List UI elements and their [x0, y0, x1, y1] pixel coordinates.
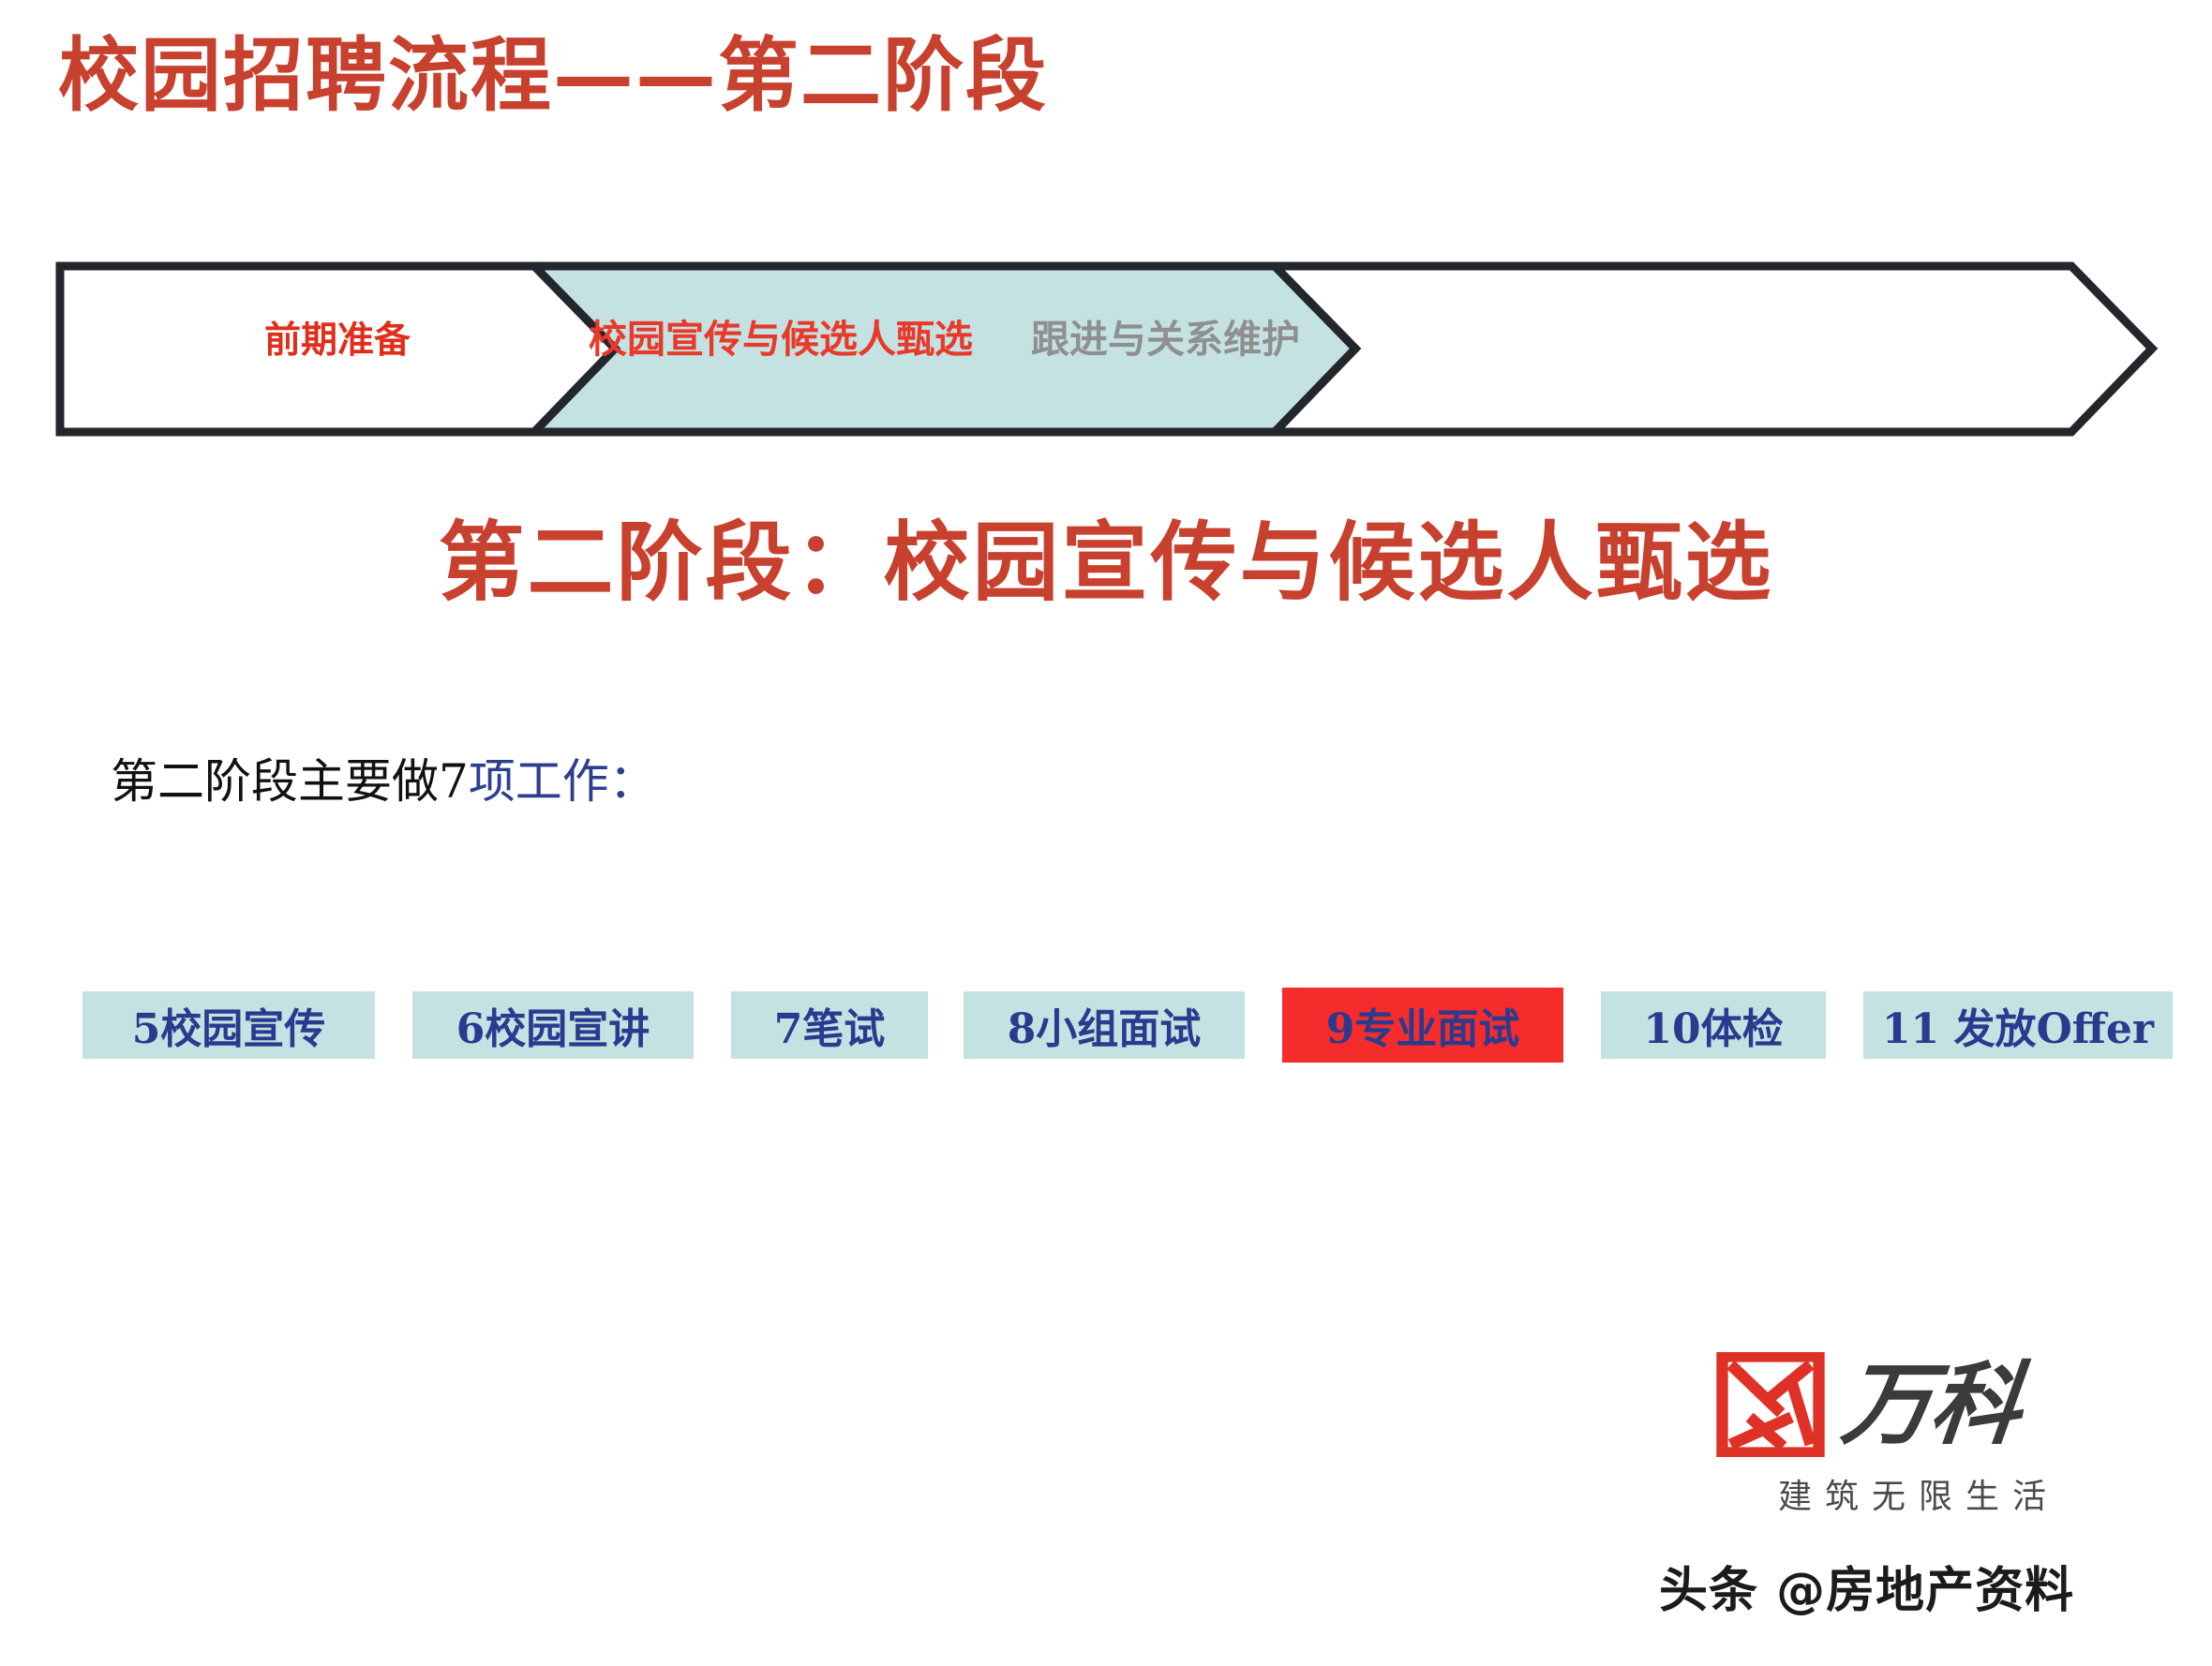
flow-stage-1-label: 前期准备 [264, 319, 411, 362]
vanke-wordmark: 万科 [1837, 1352, 2025, 1457]
vanke-logo: 万科 建筑无限生活 [1715, 1349, 2109, 1527]
step-box-7[interactable]: 7笔试 [731, 991, 928, 1059]
step-box-9[interactable]: 9专业面试 [1282, 988, 1563, 1063]
step-box-8[interactable]: 8小组面试 [964, 991, 1245, 1059]
vanke-mark-icon [1716, 1352, 1825, 1457]
lead-in-accent: 项工作： [468, 754, 656, 809]
page-title: 校园招聘流程——第二阶段 [58, 28, 1048, 123]
process-flow-band: 前期准备 校园宣传与候选人甄选 跟进与关系维护 [55, 261, 2159, 437]
step-box-5[interactable]: 5校园宣传 [82, 991, 375, 1059]
step-boxes-row: 5校园宣传 6校园宣讲 7笔试 8小组面试 9专业面试 10体检 11 发放Of… [82, 988, 2173, 1064]
lead-in-prefix: 第二阶段主要做7 [111, 754, 469, 809]
step-box-11[interactable]: 11 发放Offer [1863, 991, 2173, 1059]
lead-in-sentence: 第二阶段主要做7项工作： [111, 753, 656, 810]
logo-top-row: 万科 [1715, 1349, 2109, 1460]
stage-heading: 第二阶段：校园宣传与候选人甄选 [438, 512, 1774, 613]
flow-chevron-stage-1[interactable] [55, 261, 621, 437]
source-watermark: 头条 @房地产资料 [1659, 1563, 2075, 1619]
flow-chevron-stage-3[interactable] [1264, 261, 2159, 437]
flow-stage-2-label: 校园宣传与候选人甄选 [589, 317, 973, 362]
flow-stage-3-label: 跟进与关系维护 [1031, 317, 1300, 362]
flow-chevrons-svg [55, 261, 2159, 437]
step-box-6[interactable]: 6校园宣讲 [412, 991, 694, 1059]
step-box-10[interactable]: 10体检 [1601, 991, 1826, 1059]
vanke-tagline: 建筑无限生活 [1777, 1478, 2059, 1516]
